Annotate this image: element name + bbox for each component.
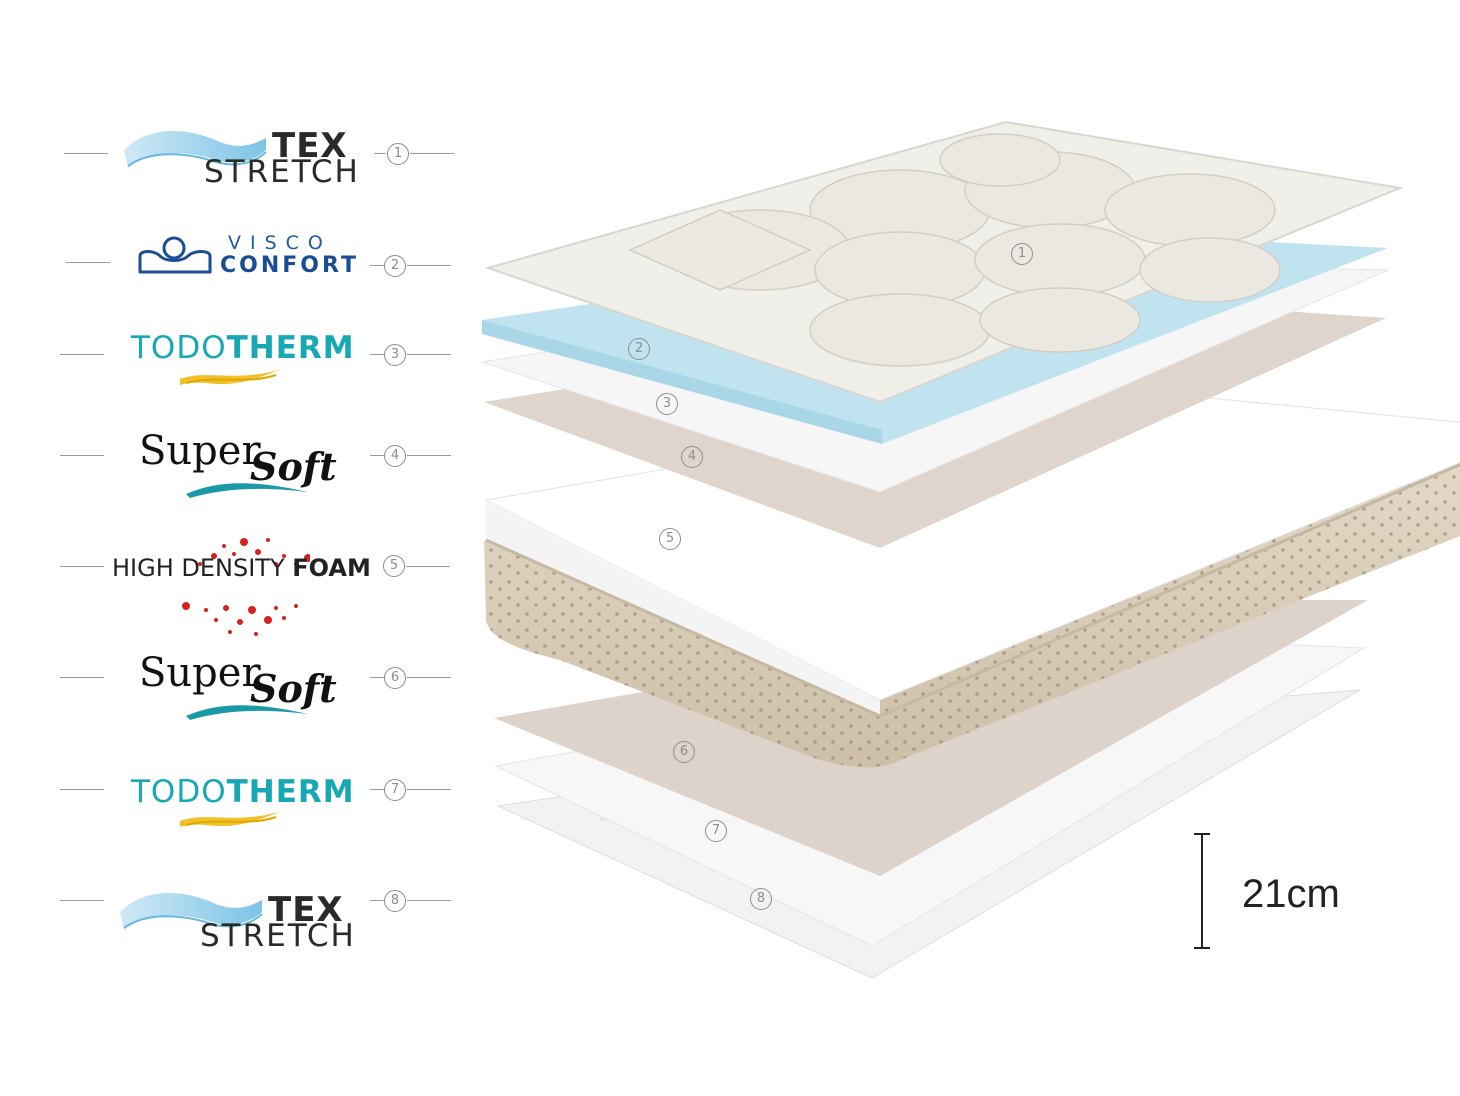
brand-visco: VISCO <box>228 232 332 254</box>
lead-line-left <box>60 677 104 678</box>
visco-pillow-icon <box>138 236 212 274</box>
height-dimension-marker <box>1194 833 1210 949</box>
layer-1-top-cover <box>484 120 1404 404</box>
layer-number-badge: 5 <box>383 555 405 577</box>
lead-line-right <box>370 900 384 901</box>
lead-line-left <box>60 789 104 790</box>
brand-tex: TEX <box>272 126 348 166</box>
brand-todo: TODO <box>131 774 227 810</box>
lead-line-right <box>407 677 451 678</box>
brand-foam: FOAM <box>292 554 371 582</box>
mattress-layer-badge-4: 4 <box>681 446 703 468</box>
height-label: 21cm <box>1242 872 1340 916</box>
brand-therm: THERM <box>226 774 355 810</box>
mattress-layer-badge-7: 7 <box>705 820 727 842</box>
legend-row-5: HIGH DENSITY FOAM 5 <box>0 522 470 636</box>
layer-number-badge: 1 <box>387 143 409 165</box>
mattress-layer-badge-2: 2 <box>628 338 650 360</box>
brand-todotherm: TODOTHERM <box>131 330 355 366</box>
lead-line-right <box>407 900 451 901</box>
lead-line-left <box>60 455 104 456</box>
brand-high-density: HIGH DENSITY <box>112 554 293 582</box>
tex-stretch-wave-icon <box>120 892 263 930</box>
brand-stretch: STRETCH <box>200 918 356 954</box>
wave-swoosh-icon <box>186 483 308 498</box>
lead-line-right <box>370 789 384 790</box>
lead-line-right <box>370 354 384 355</box>
brand-super: Super <box>139 650 261 696</box>
mattress-layer-badge-6: 6 <box>673 741 695 763</box>
mattress-layer-badge-3: 3 <box>656 393 678 415</box>
brand-super: Super <box>139 428 261 474</box>
legend-row-8: TEX STRETCH 8 <box>0 856 470 954</box>
layer-number-badge: 2 <box>384 255 406 277</box>
lead-line-right <box>370 455 384 456</box>
lead-line-right <box>407 455 451 456</box>
flame-swoosh-icon <box>180 811 282 827</box>
mattress-layer-badge-1: 1 <box>1011 243 1033 265</box>
flame-swoosh-icon <box>180 369 282 385</box>
brand-confort: CONFORT <box>220 253 359 278</box>
lead-line-right <box>370 677 384 678</box>
layer-number-badge: 4 <box>384 445 406 467</box>
lead-line-right <box>407 265 451 266</box>
brand-todo: TODO <box>131 330 227 366</box>
legend-row-6: Super Soft 6 <box>0 632 470 722</box>
mattress-layer-badge-8: 8 <box>750 888 772 910</box>
brand-soft: Soft <box>250 666 337 711</box>
legend-row-1: TEX STRETCH 1 <box>0 108 470 198</box>
lead-line-right <box>407 354 451 355</box>
layer-number-badge: 8 <box>384 890 406 912</box>
lead-line-right <box>406 566 450 567</box>
legend-row-4: Super Soft 4 <box>0 410 470 500</box>
lead-line-left <box>64 153 108 154</box>
lead-line-left <box>60 566 104 567</box>
legend-row-2: VISCO CONFORT 2 <box>0 220 470 310</box>
layer-number-badge: 3 <box>384 344 406 366</box>
lead-line-right <box>370 265 384 266</box>
wave-swoosh-icon <box>186 705 308 720</box>
brand-todotherm: TODOTHERM <box>131 774 355 810</box>
lead-line-right <box>407 789 451 790</box>
lead-line-right <box>410 153 454 154</box>
lead-line-left <box>60 900 104 901</box>
lead-line-left <box>60 354 104 355</box>
lead-line-right <box>374 153 386 154</box>
legend-row-3: TODOTHERM 3 <box>0 310 470 400</box>
mattress-layer-badge-5: 5 <box>659 528 681 550</box>
brand-soft: Soft <box>250 444 337 489</box>
lead-line-left <box>66 262 110 263</box>
brand-therm: THERM <box>226 330 355 366</box>
foam-dots-icon <box>182 538 310 636</box>
brand-tex: TEX <box>268 890 344 930</box>
layer-number-badge: 7 <box>384 779 406 801</box>
tex-stretch-wave-icon <box>124 130 267 168</box>
brand-stretch: STRETCH <box>204 154 360 190</box>
brand-high-density-foam: HIGH DENSITY FOAM <box>112 554 371 582</box>
legend-row-7: TODOTHERM 7 <box>0 744 470 834</box>
layer-number-badge: 6 <box>384 667 406 689</box>
